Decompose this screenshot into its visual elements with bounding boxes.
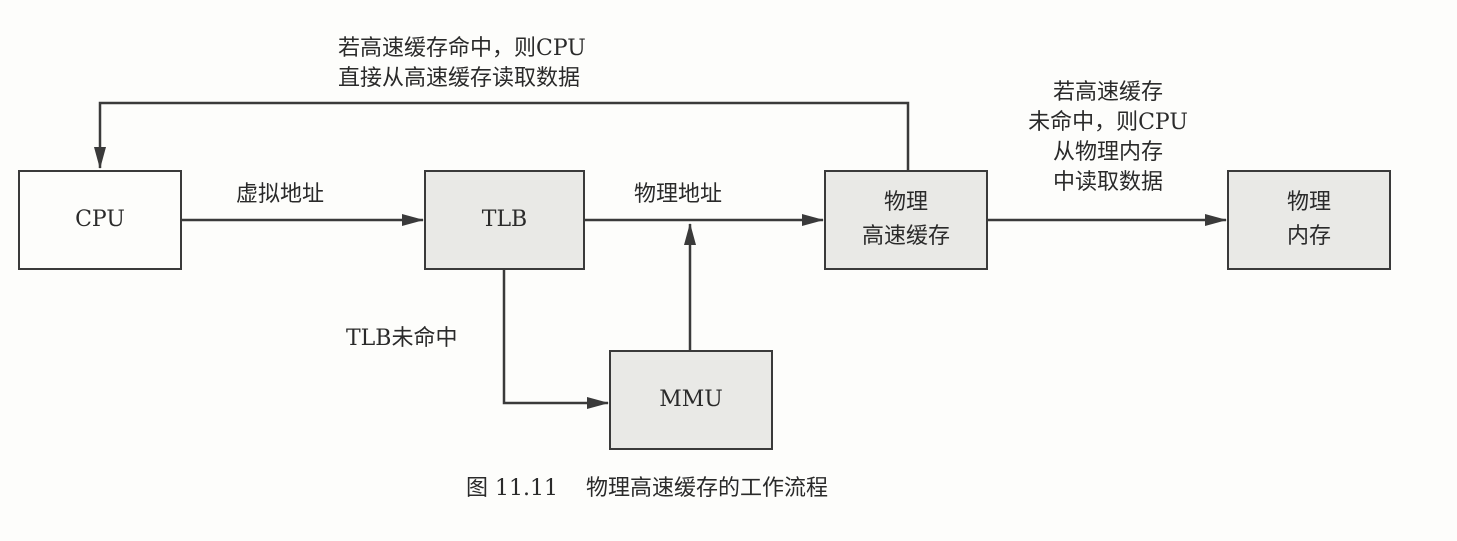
cpu-box: CPU: [18, 170, 182, 270]
physical-memory-label: 物理 内存: [1286, 190, 1331, 249]
figure-title: 物理高速缓存的工作流程: [585, 476, 828, 501]
cache-hit-label: 若高速缓存命中，则CPU 直接从高速缓存读取数据: [338, 36, 586, 91]
cpu-label: CPU: [75, 207, 125, 232]
cache-miss-label: 若高速缓存 未命中，则CPU 从物理内存 中读取数据: [1028, 80, 1188, 195]
mmu-label: MMU: [659, 387, 723, 412]
physical-cache-box: 物理 高速缓存: [824, 170, 988, 270]
physical-memory-box: 物理 内存: [1227, 170, 1391, 270]
physical-cache-label: 物理 高速缓存: [861, 190, 950, 249]
tlb-miss-label: TLB未命中: [346, 326, 458, 351]
tlb-box: TLB: [424, 170, 585, 270]
virtual-address-label: 虚拟地址: [236, 182, 325, 207]
hit-feedback-arrow: [94, 101, 910, 170]
tlb-miss-arrow: [502, 270, 609, 409]
tlb-label: TLB: [481, 207, 528, 232]
mmu-box: MMU: [609, 350, 773, 450]
physical-address-label: 物理地址: [634, 182, 723, 207]
figure-caption: 图 11.11 物理高速缓存的工作流程: [466, 474, 828, 504]
figure-number: 图 11.11: [466, 476, 558, 501]
